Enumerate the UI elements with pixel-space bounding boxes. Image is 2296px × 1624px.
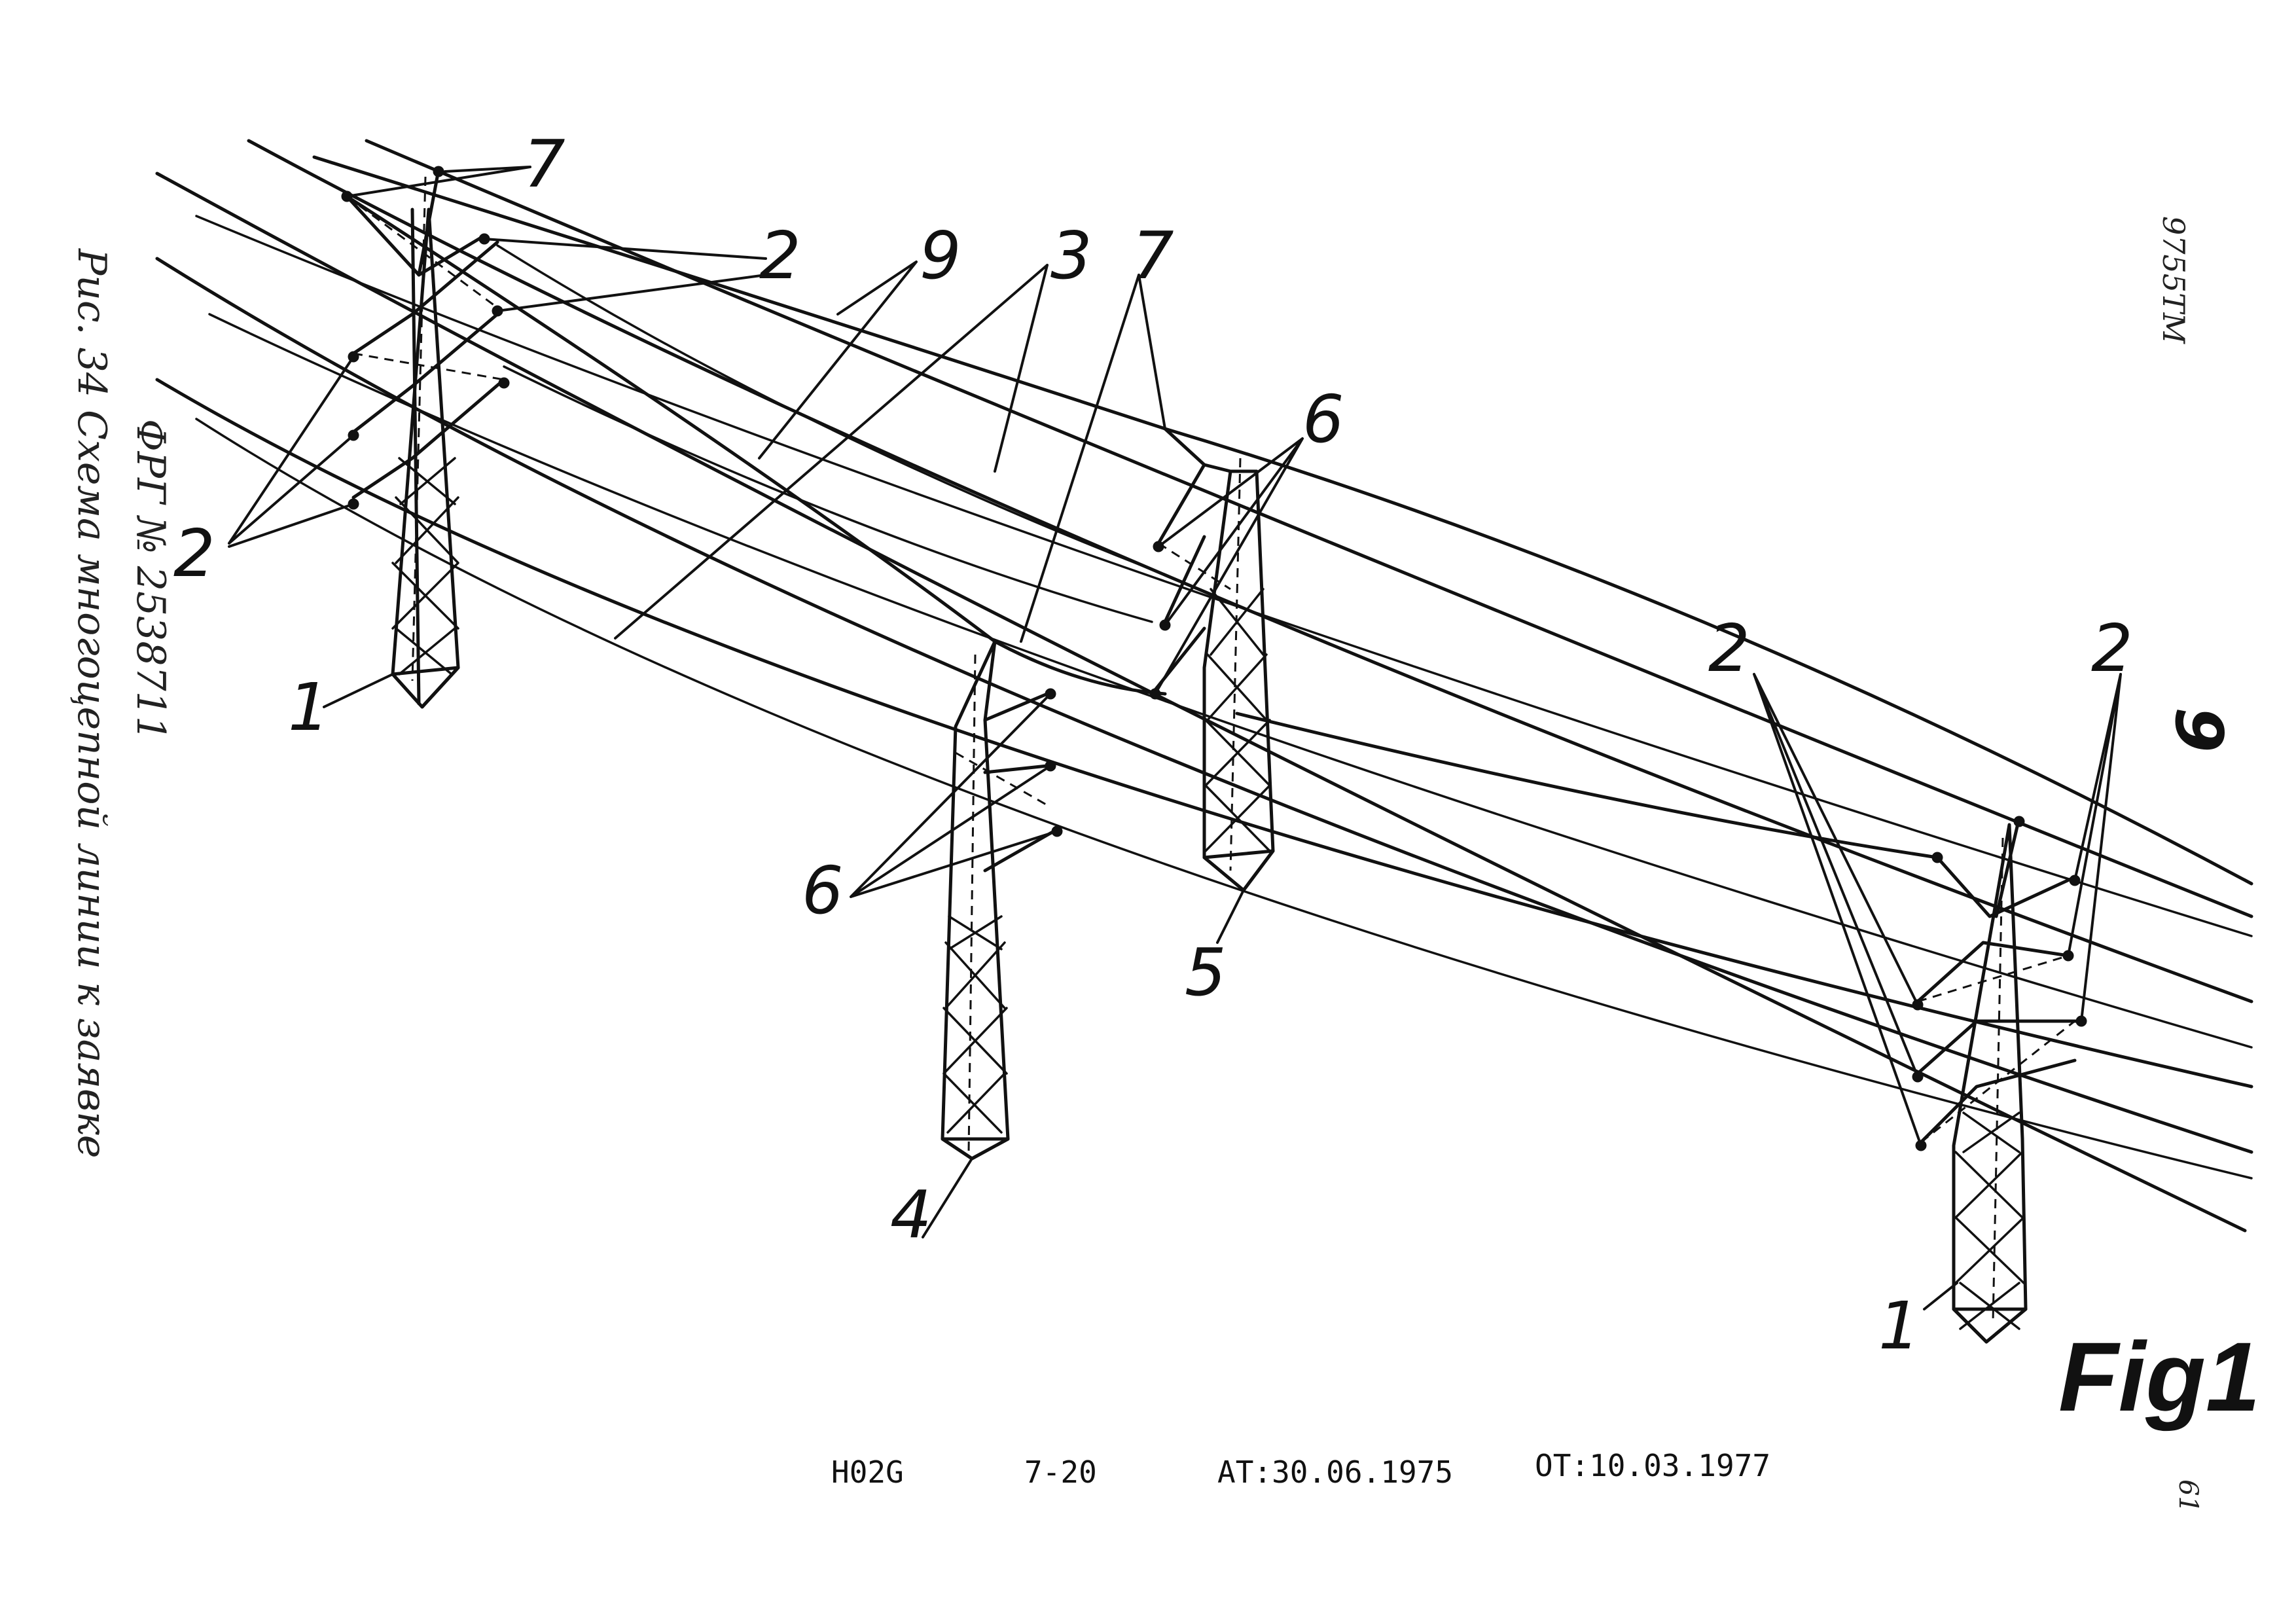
leader-2 [2067,673,2122,1022]
label-2: 2 [759,217,801,294]
insulator [433,166,444,177]
insulator [498,377,510,389]
svg-text:9: 9 [2161,707,2237,753]
conductor-wire [155,257,2253,1154]
tower-lattice [391,457,459,676]
conductor-wire [365,139,2253,918]
tower-hidden-lines [955,654,1048,1153]
conductor-wire [155,171,2247,1233]
leader-7 [346,166,531,198]
ground-wire [312,155,1167,431]
part-number-labels: 7 2 2 1 9 3 7 6 6 5 4 2 2 1 [173,126,2133,1364]
label-7: 7 [1132,217,1174,294]
label-3: 3 [1050,217,1092,294]
leader-2 [1753,673,1922,1147]
stamp-right: 9 [2161,707,2237,753]
tower-crossarms [983,692,1056,873]
insulator [1931,852,1943,863]
leader-1 [323,673,394,708]
label-2: 2 [2091,610,2133,687]
leader-1 [1923,1282,1958,1310]
stamp-top-right: 9755ТМ [2156,216,2191,345]
label-2: 2 [1708,610,1750,687]
tower-peak [1994,816,2021,918]
label-7: 7 [524,126,565,202]
footer-filed-date: AT:30.06.1975 [1217,1454,1453,1490]
label-4: 4 [890,1176,932,1253]
cross-wire [496,244,1153,571]
footer-metadata: H02G 7-20 AT:30.06.1975 OT:10.03.1977 [831,1448,1770,1490]
footer-class-code: H02G [831,1454,904,1490]
footer-published-date: OT:10.03.1977 [1535,1448,1770,1483]
footer-group: 7-20 [1024,1454,1097,1490]
tower-peak [417,168,440,277]
cross-wire [993,640,1167,696]
cross-wire [1235,712,1939,859]
label-2: 2 [173,515,215,592]
leader-2 [483,238,767,312]
label-9: 9 [920,217,961,294]
label-1: 1 [288,669,330,746]
leader-lines [228,166,2122,1310]
label-6: 6 [1302,381,1344,458]
figure-label: Fig1 [2058,1322,2260,1432]
conductor-wire [195,215,2253,937]
svg-text:9755ТМ: 9755ТМ [2156,216,2191,345]
tower-crossarms [1916,856,2083,1144]
tower-base [1952,1307,2028,1344]
tower-hidden-lines [346,176,505,681]
tower-base [391,666,460,709]
conductor-wire [155,378,2253,1089]
conductor-wire [195,418,2253,1180]
tower-crossarms [1150,427,1232,696]
tower-base [941,1137,1010,1161]
leader-6 [850,693,1058,898]
handwritten-line-1: Рис. 34 Схема многоцепной линии к заявке [69,248,115,1158]
ground-wire [1163,427,2253,886]
leader-7 [1020,274,1166,643]
label-6: 6 [802,852,844,929]
leader-2 [228,355,355,548]
tower-1-left [341,166,510,709]
leader-9 [758,261,918,460]
insulator [2013,816,2025,827]
handwritten-note: Рис. 34 Схема многоцепной линии к заявке… [69,248,173,1158]
tower-1-right [1912,816,2087,1344]
page-number: 61 [2173,1479,2203,1513]
leader-4 [922,1157,973,1238]
cross-wire [503,365,1153,623]
cross-wire [345,194,997,643]
tower-lattice [942,915,1008,1134]
handwritten-line-2: ФРГ № 2538711 [128,419,173,741]
tower-lattice [1954,1111,2025,1330]
leader-3 [614,264,1049,640]
svg-text:61: 61 [2173,1479,2203,1513]
tower-4 [941,640,1063,1161]
conductor-wire [247,139,2253,1003]
tower-base [1202,849,1275,892]
label-5: 5 [1185,934,1227,1011]
tower-hidden-lines [1917,837,2075,1323]
label-1: 1 [1878,1288,1920,1364]
tower-5 [1149,427,1275,892]
leader-6 [1154,437,1304,695]
leader-5 [1216,889,1245,944]
